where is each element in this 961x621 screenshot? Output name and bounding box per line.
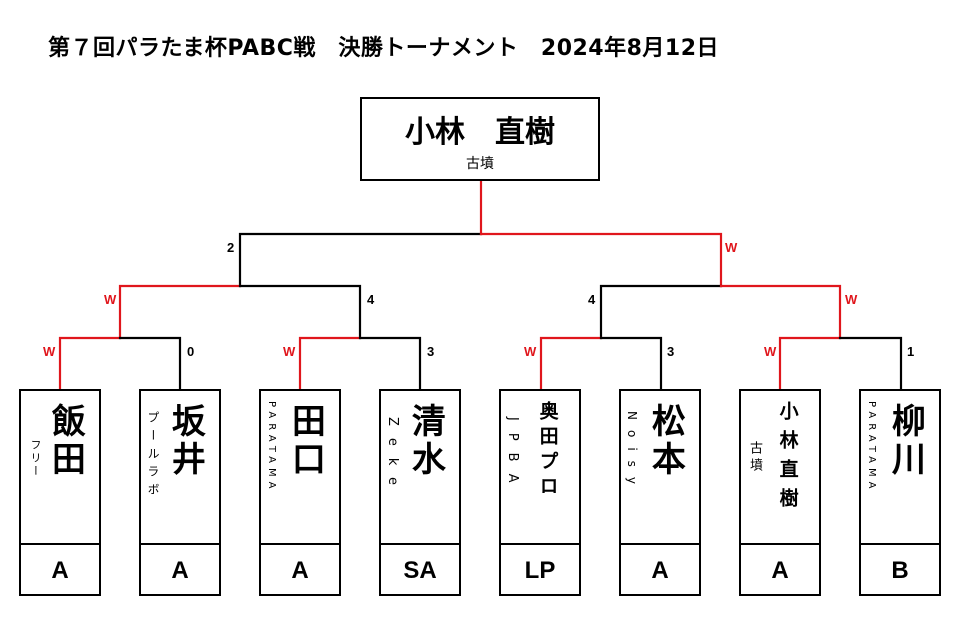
player-name: 飯田 — [45, 403, 86, 479]
r1-m2-left-score: W — [283, 344, 296, 359]
semi2-left-line — [599, 284, 723, 340]
r1-m1-right-score: 0 — [187, 344, 195, 359]
champion-club: 古墳 — [466, 156, 494, 172]
semi1-right-line — [238, 284, 362, 340]
player-name: 奥田プロ — [536, 401, 559, 501]
player-club: PARATAMA — [266, 401, 277, 494]
player-grade: LP — [501, 543, 579, 596]
player-card: 小林直樹 古墳 A — [739, 389, 821, 596]
r1-m2-right-line — [358, 336, 422, 392]
player-club: フリー — [29, 439, 42, 478]
player-name: 柳川 — [885, 403, 926, 479]
player-name: 松本 — [645, 403, 686, 479]
player-club: 古墳 — [747, 441, 762, 475]
player-card: 坂井 プールラボ A — [139, 389, 221, 596]
r1-m4-right-line — [838, 336, 903, 392]
r1-m2-left-line — [298, 336, 362, 392]
player-name: 清水 — [405, 403, 446, 479]
semi2-left-score: 4 — [588, 292, 596, 307]
player-card: 田口 PARATAMA A — [259, 389, 341, 596]
r1-m4-right-score: 1 — [907, 344, 915, 359]
semi2-right-score: W — [845, 292, 858, 307]
player-grade: A — [621, 543, 699, 596]
r1-m4-left-score: W — [764, 344, 777, 359]
player-grade: A — [261, 543, 339, 596]
r1-m4-left-line — [778, 336, 842, 392]
r1-m1-left-line — [58, 336, 122, 392]
r1-m3-left-score: W — [524, 344, 537, 359]
player-grade: A — [741, 543, 819, 596]
player-club: プールラボ — [146, 411, 160, 501]
final-left-score: 2 — [227, 240, 235, 255]
player-club: JPBA — [505, 417, 520, 495]
player-card: 飯田 フリー A — [19, 389, 101, 596]
player-card: 清水 Zeke SA — [379, 389, 461, 596]
champion-box: 小林 直樹 古墳 — [360, 97, 600, 181]
r1-m2-right-score: 3 — [427, 344, 435, 359]
r1-m1-left-score: W — [43, 344, 56, 359]
player-club: Zeke — [385, 417, 400, 497]
player-club: PARATAMA — [866, 401, 877, 494]
semi1-right-score: 4 — [367, 292, 375, 307]
player-name: 坂井 — [165, 403, 206, 479]
final-right-score: W — [725, 240, 738, 255]
semi1-left-line — [118, 284, 242, 340]
player-card: 松本 Noisy A — [619, 389, 701, 596]
champion-name: 小林 直樹 — [405, 115, 555, 150]
player-club: Noisy — [625, 411, 639, 495]
player-card: 奥田プロ JPBA LP — [499, 389, 581, 596]
player-grade: B — [861, 543, 939, 596]
page-title: 第７回パラたま杯PABC戦 決勝トーナメント 2024年8月12日 — [48, 36, 720, 61]
final-right-line — [479, 232, 723, 288]
semi2-right-line — [719, 284, 842, 340]
r1-m3-right-score: 3 — [667, 344, 675, 359]
player-card: 柳川 PARATAMA B — [859, 389, 941, 596]
r1-m3-right-line — [599, 336, 663, 392]
r1-m3-left-line — [539, 336, 603, 392]
final-left-line — [238, 232, 483, 288]
player-grade: A — [141, 543, 219, 596]
player-name: 田口 — [285, 403, 326, 479]
player-grade: A — [21, 543, 99, 596]
player-name: 小林直樹 — [776, 401, 799, 517]
r1-m1-right-line — [118, 336, 182, 392]
player-grade: SA — [381, 543, 459, 596]
semi1-left-score: W — [104, 292, 117, 307]
